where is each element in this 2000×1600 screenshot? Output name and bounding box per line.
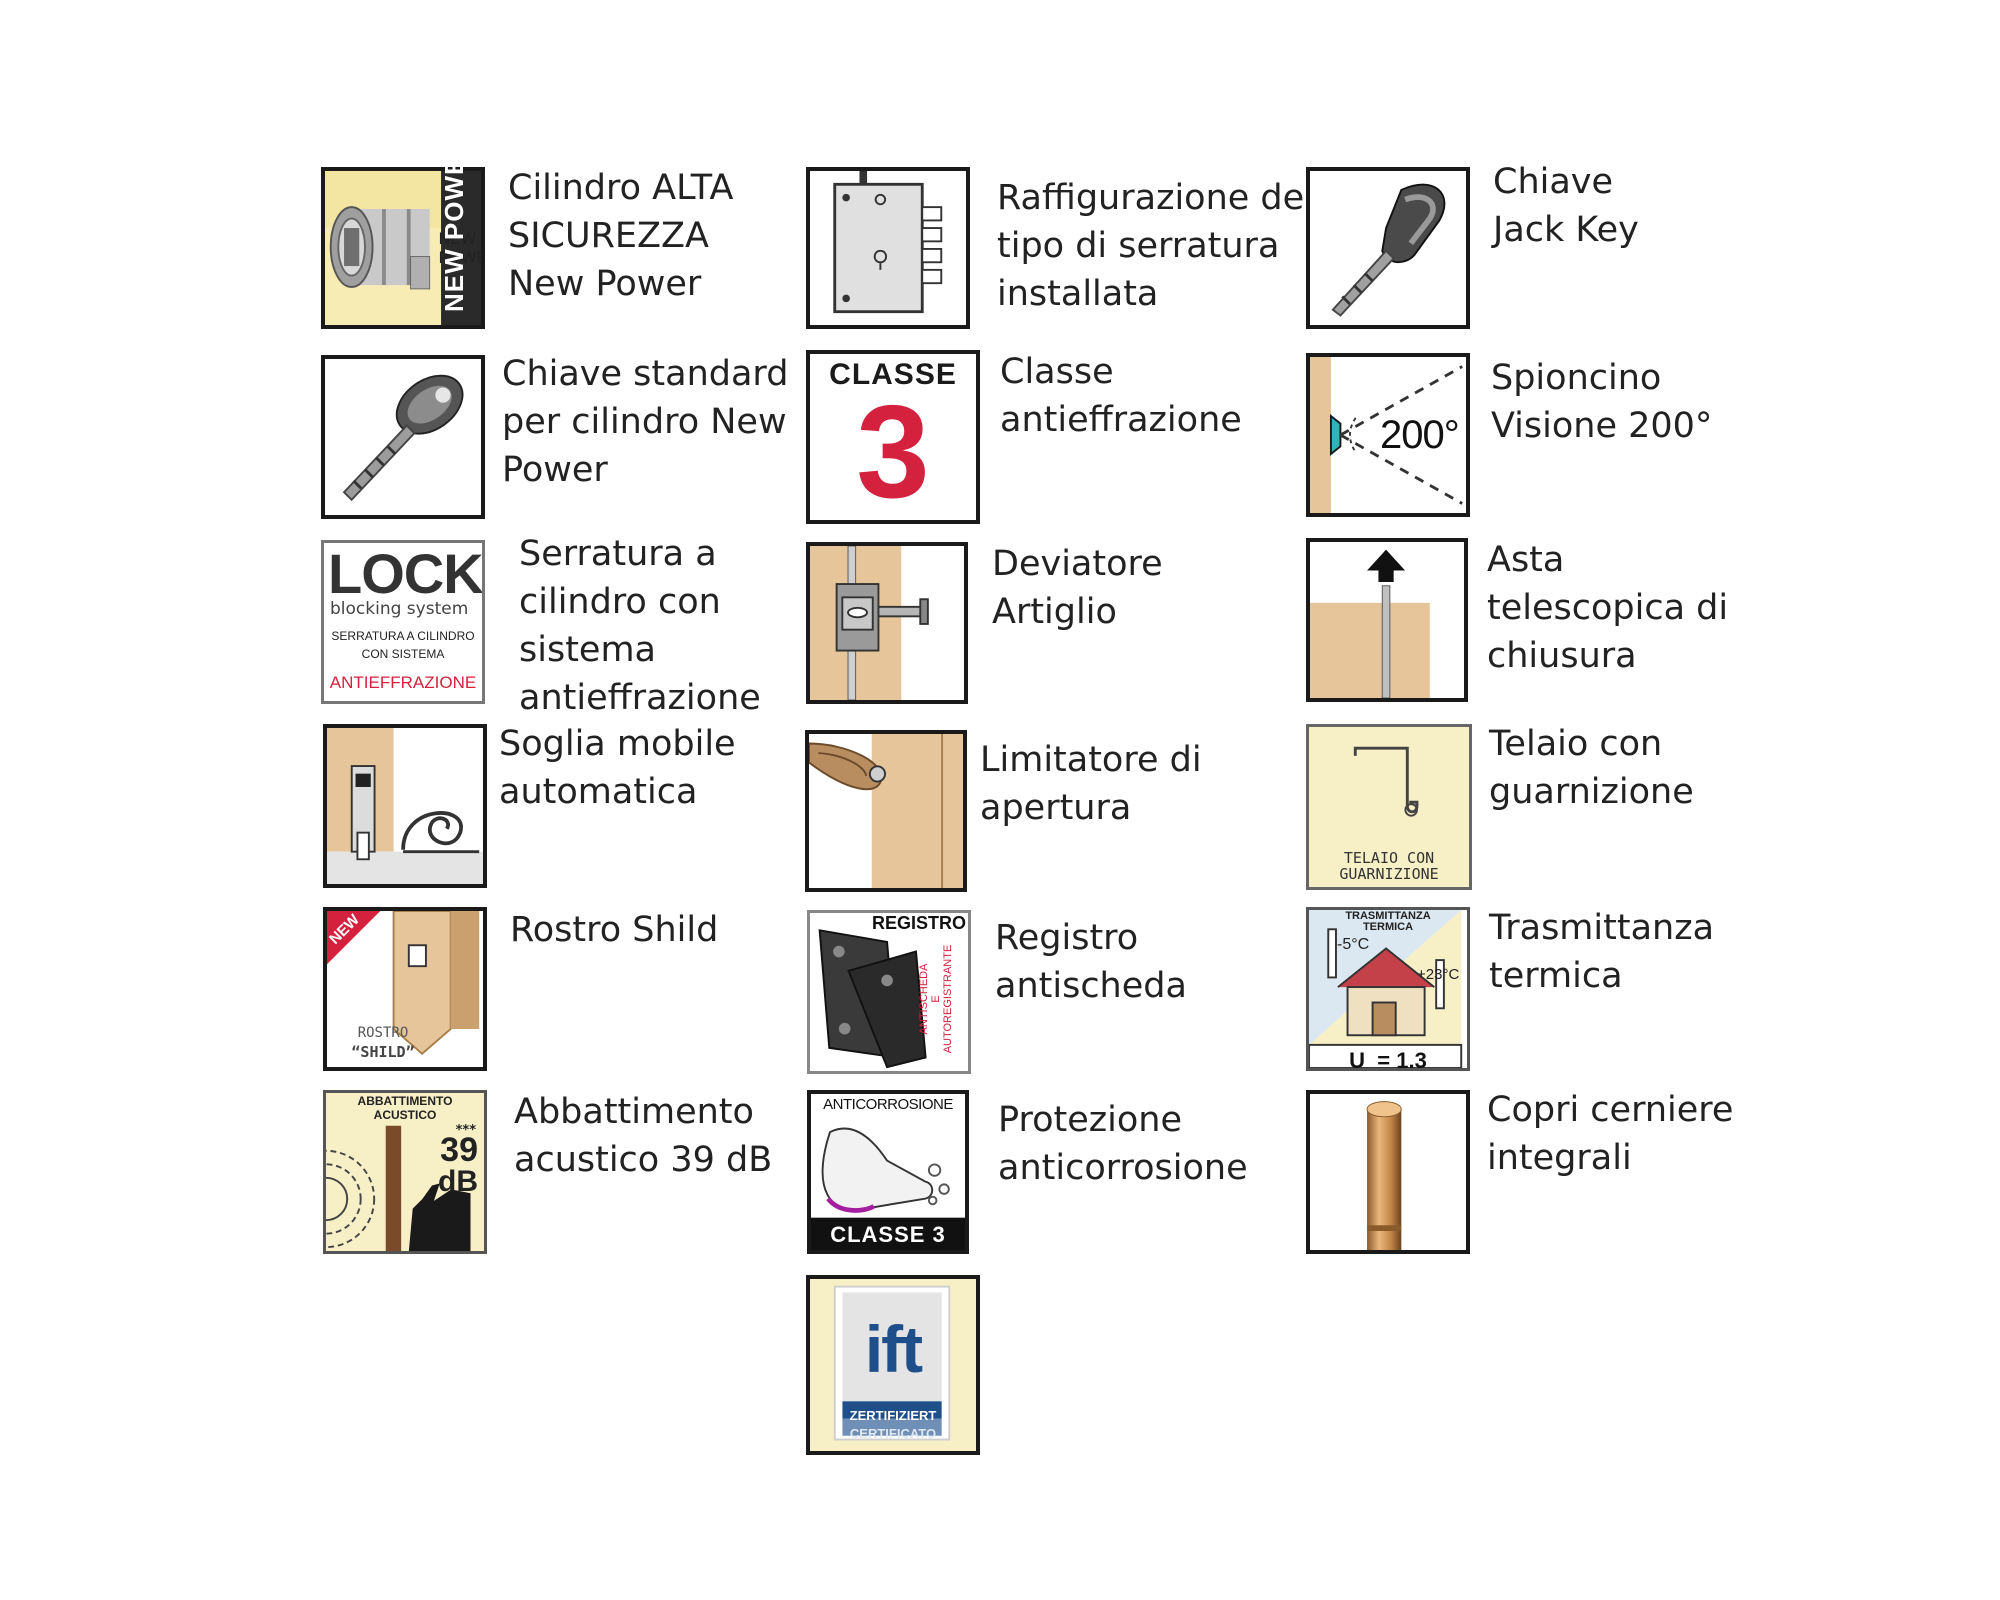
label-limitatore: Limitatore di apertura <box>980 740 1202 828</box>
label-telaio: Telaio con guarnizione <box>1489 724 1694 812</box>
register-side-line3: AUTOREGISTRANTE <box>942 944 954 1054</box>
hinge-cover-icon <box>1306 1090 1470 1254</box>
register-side-text: ANTISCHEDA E AUTOREGISTRANTE <box>918 941 954 1057</box>
cylinder-icon: NEW POWER <box>321 167 485 329</box>
deviator-icon <box>806 542 968 704</box>
thermal-icon: TRASMITTANZA TERMICA -5°C +23°C U = 1,3 <box>1306 907 1470 1071</box>
thermal-warm-text: +23°C <box>1417 966 1460 983</box>
lock-line1-text: SERRATURA A CILINDRO <box>331 629 475 643</box>
register-side-line1: ANTISCHEDA <box>918 963 930 1035</box>
jack-key-icon <box>1306 167 1470 329</box>
ift-certification-icon: ift ZERTIFIZIERT CERTIFICATO <box>806 1275 980 1455</box>
acoustic-line1-text: ABBATTIMENTO <box>357 1094 453 1108</box>
label-serratura-tipo: Raffigurazione del tipo di serratura ins… <box>997 178 1314 314</box>
lock-body-icon <box>806 167 970 329</box>
label-soglia: Soglia mobile automatica <box>499 724 736 812</box>
label-cerniere: Copri cerniere integrali <box>1487 1090 1734 1178</box>
lock-logo-text: LOCK <box>328 542 483 605</box>
door-limiter-icon <box>805 730 967 892</box>
register-top-text: REGISTRO <box>871 913 966 933</box>
thermal-value-text: U = 1,3 <box>1349 1048 1427 1071</box>
classe-top-text: CLASSE <box>829 358 957 391</box>
thermal-line2-text: TERMICA <box>1362 921 1414 933</box>
thermal-line1-text: TRASMITTANZA <box>1345 910 1431 922</box>
frame-gasket-icon: TELAIO CON GUARNIZIONE <box>1306 724 1472 890</box>
lock-red-text: ANTIEFFRAZIONE <box>329 673 477 692</box>
frame-line2-text: GUARNIZIONE <box>1339 865 1439 883</box>
acoustic-unit-text: dB <box>438 1165 478 1198</box>
label-anticorrosione: Protezione anticorrosione <box>998 1100 1248 1188</box>
peephole-angle-text: 200° <box>1380 413 1460 457</box>
label-jack-key: Chiave Jack Key <box>1493 162 1639 250</box>
label-spioncino: Spioncino Visione 200° <box>1491 358 1713 446</box>
label-classe: Classe antieffrazione <box>1000 352 1242 440</box>
thermal-cold-text: -5°C <box>1337 936 1370 953</box>
lock-system-icon: LOCK blocking system SERRATURA A CILINDR… <box>321 540 485 704</box>
label-serratura-cilindro: Serratura a cilindro con sistema antieff… <box>519 534 761 718</box>
new-power-vertical-text: NEW POWER <box>439 136 469 312</box>
label-trasmittanza: Trasmittanza termica <box>1489 908 1715 996</box>
acoustic-value-text: 39 <box>440 1131 478 1169</box>
acoustic-line2-text: ACUSTICO <box>373 1108 437 1122</box>
label-deviatore: Deviatore Artiglio <box>992 544 1163 632</box>
rostro-line1-text: ROSTRO <box>357 1025 409 1041</box>
register-icon: REGISTRO ANTISCHEDA E AUTOREGISTRANTE <box>807 910 971 1074</box>
acoustic-stars-text: *** <box>455 1123 476 1138</box>
threshold-icon <box>323 724 487 888</box>
anticorrosion-icon: ANTICORROSIONE CLASSE 3 <box>807 1090 969 1254</box>
new-power-logo-text: NEW POWER <box>438 229 481 267</box>
anticorrosion-top-text: ANTICORROSIONE <box>823 1096 953 1113</box>
classe-number-text: 3 <box>856 378 930 524</box>
telescopic-rod-icon <box>1306 538 1468 702</box>
key-icon <box>321 355 485 519</box>
label-registro: Registro antischeda <box>995 918 1187 1006</box>
frame-line1-text: TELAIO CON <box>1343 849 1435 867</box>
peephole-icon: 200° <box>1306 353 1470 517</box>
ift-line1-text: ZERTIFIZIERT <box>849 1408 937 1423</box>
lock-sub-text: blocking system <box>330 599 469 619</box>
label-cilindro: Cilindro ALTA SICUREZZA New Power <box>508 168 734 304</box>
acoustic-icon: ABBATTIMENTO ACUSTICO *** 39 dB <box>323 1090 487 1254</box>
label-rostro: Rostro Shild <box>510 910 719 950</box>
anticorrosion-bottom-text: CLASSE 3 <box>830 1222 946 1247</box>
rostro-line2-text: “SHILD” <box>351 1043 415 1061</box>
label-acustico: Abbattimento acustico 39 dB <box>514 1092 773 1180</box>
shield-hook-icon: NEW ROSTRO “SHILD” <box>323 907 487 1071</box>
register-side-line2: E <box>930 995 942 1003</box>
label-chiave-standard: Chiave standard per cilindro New Power <box>502 354 789 490</box>
classe-3-icon: CLASSE 3 <box>806 350 980 524</box>
label-asta: Asta telescopica di chiusura <box>1487 540 1729 676</box>
ift-logo-text: ift <box>864 1312 923 1386</box>
lock-line2-text: CON SISTEMA <box>361 647 445 661</box>
ift-line2-text: CERTIFICATO <box>849 1426 937 1441</box>
